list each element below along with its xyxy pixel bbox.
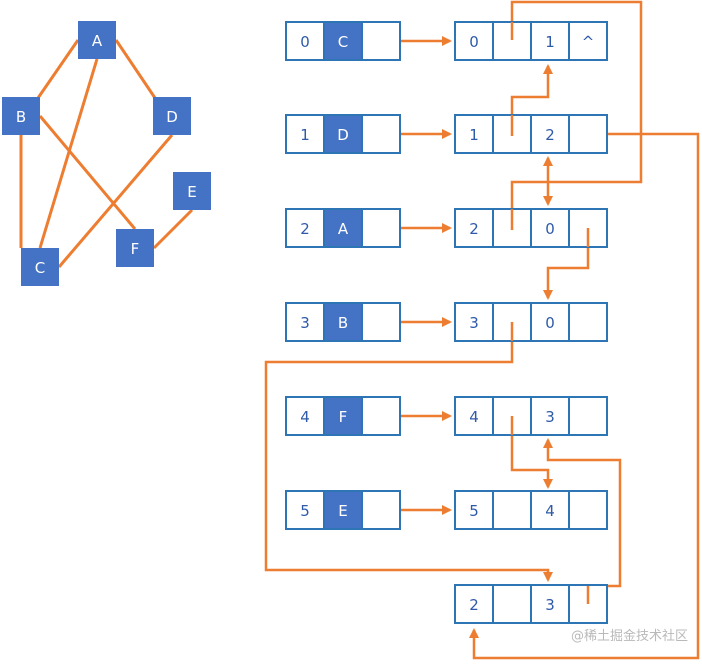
- vertex-name: B: [338, 314, 348, 332]
- vertex-index: 5: [300, 502, 310, 520]
- edge-node-a: 0: [469, 33, 479, 51]
- edge-A-B: [36, 39, 80, 99]
- edge-node-row-5: 5 4: [454, 490, 608, 530]
- edge-node-a: 2: [469, 220, 479, 238]
- edge-node-a: 1: [469, 126, 479, 144]
- vertex-table: 0 C 1 D 2 A 3 B 4 F: [285, 21, 401, 530]
- vertex-name: C: [338, 33, 348, 51]
- edge-A-D: [114, 39, 157, 99]
- pointer-arrows: [264, 0, 700, 660]
- vertex-row-5: 5 E: [285, 490, 401, 530]
- vertex-name: E: [338, 502, 347, 520]
- edge-node-table: 0 1 ^ 1 2 2 0 3 0: [454, 21, 608, 624]
- link-row4-to-row5: [510, 416, 553, 489]
- edge-B-F: [38, 115, 137, 230]
- pointer-origins: [510, 22, 590, 604]
- vertex-index: 4: [300, 408, 310, 426]
- edge-node-a: 3: [469, 314, 479, 332]
- edge-node-b: 2: [545, 126, 555, 144]
- edge-A-C: [38, 58, 99, 249]
- edge-node-a: 4: [469, 408, 479, 426]
- svg-text:B: B: [16, 108, 26, 126]
- vertex-row-2: 2 A: [285, 208, 401, 248]
- edge-node-a: 2: [469, 596, 479, 614]
- edge-node-b: 1: [545, 33, 555, 51]
- edge-node-row-3: 3 0: [454, 302, 608, 342]
- edge-node-b: 0: [545, 220, 555, 238]
- graph-node-E: E: [173, 172, 211, 210]
- svg-text:F: F: [131, 240, 140, 258]
- edge-node-row-0: 0 1 ^: [454, 21, 608, 61]
- edge-node-null: ^: [582, 33, 595, 51]
- vertex-row-1: 1 D: [285, 114, 401, 154]
- vertex-index: 0: [300, 33, 310, 51]
- graph-node-F: F: [116, 229, 154, 267]
- edge-node-row-1: 1 2: [454, 114, 608, 154]
- svg-text:A: A: [92, 32, 103, 50]
- svg-text:D: D: [166, 108, 178, 126]
- graph-node-D: D: [153, 97, 191, 135]
- link-row3-to-row6: [264, 324, 553, 582]
- link-row2-next: [543, 230, 590, 300]
- edge-node-row-6: 2 3: [454, 584, 608, 624]
- vertex-index: 2: [300, 220, 310, 238]
- vertex-name: F: [339, 408, 348, 426]
- vertex-row-3: 3 B: [285, 302, 401, 342]
- link-row1-to-row6: [469, 132, 700, 660]
- edge-node-row-2: 2 0: [454, 208, 608, 248]
- graph-node-A: A: [78, 21, 116, 59]
- graph-node-C: C: [21, 248, 59, 286]
- link-row0-to-row2: [510, 0, 643, 206]
- edge-node-b: 0: [545, 314, 555, 332]
- vertex-name: D: [337, 126, 349, 144]
- edge-D-C: [57, 134, 174, 268]
- vertex-index: 1: [300, 126, 310, 144]
- link-row2-to-row1: [510, 156, 553, 230]
- vertex-row-0: 0 C: [285, 21, 401, 61]
- svg-text:C: C: [35, 259, 45, 277]
- vertex-row-4: 4 F: [285, 396, 401, 436]
- vertex-index: 3: [300, 314, 310, 332]
- watermark: @稀土掘金技术社区: [570, 629, 688, 644]
- edge-node-a: 5: [469, 502, 479, 520]
- graph: A B D E F C: [2, 21, 211, 286]
- edge-node-row-4: 4 3: [454, 396, 608, 436]
- edge-node-b: 3: [545, 596, 555, 614]
- graph-node-B: B: [2, 97, 40, 135]
- edge-node-b: 3: [545, 408, 555, 426]
- svg-text:E: E: [187, 183, 196, 201]
- vertex-name: A: [338, 220, 349, 238]
- edge-node-b: 4: [545, 502, 555, 520]
- edge-E-F: [152, 208, 194, 250]
